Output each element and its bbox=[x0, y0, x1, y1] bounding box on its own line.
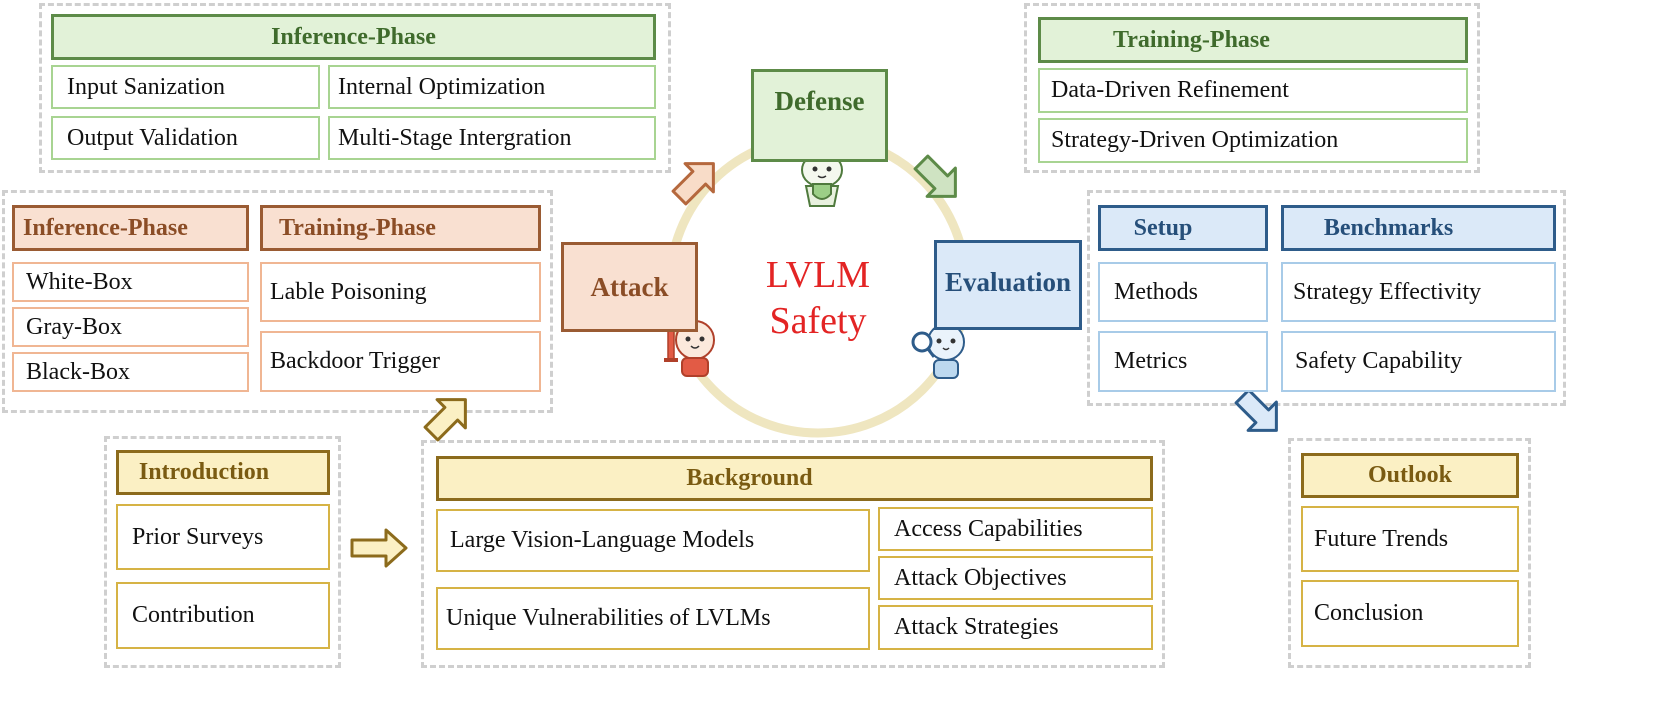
background-item: Large Vision-Language Models bbox=[436, 509, 870, 572]
background-item: Attack Objectives bbox=[878, 556, 1153, 600]
outlook-group bbox=[1288, 438, 1531, 668]
background-header: Background bbox=[436, 456, 1153, 501]
magnifier-robot-icon bbox=[911, 323, 965, 379]
center-title-line2: Safety bbox=[769, 300, 867, 342]
defense-training-group bbox=[1024, 3, 1480, 173]
attack-node: Attack bbox=[561, 242, 698, 332]
attack-training-item: Backdoor Trigger bbox=[260, 331, 541, 392]
sword-robot-icon bbox=[664, 320, 715, 377]
arrow-evaluation-to-outlook bbox=[1234, 388, 1278, 432]
attack-inference-item: Black-Box bbox=[12, 352, 249, 392]
evaluation-benchmarks-header: Benchmarks bbox=[1281, 205, 1556, 251]
defense-inference-item: Output Validation bbox=[51, 116, 320, 160]
attack-training-item: Lable Poisoning bbox=[260, 262, 541, 322]
defense-node: Defense bbox=[751, 69, 888, 162]
defense-inference-item: Input Sanization bbox=[51, 65, 320, 109]
center-title-line1: LVLM bbox=[765, 254, 871, 296]
evaluation-setup-item: Metrics bbox=[1098, 331, 1268, 392]
arrow-background-to-attack bbox=[423, 398, 467, 442]
evaluation-benchmarks-item: Safety Capability bbox=[1281, 331, 1556, 392]
outlook-item: Conclusion bbox=[1301, 580, 1519, 647]
attack-inference-item: Gray-Box bbox=[12, 307, 249, 347]
defense-inference-group bbox=[39, 3, 671, 173]
evaluation-setup-header: Setup bbox=[1098, 205, 1268, 251]
defense-inference-item: Internal Optimization bbox=[328, 65, 656, 109]
defense-inference-item: Multi-Stage Intergration bbox=[328, 116, 656, 160]
evaluation-setup-item: Methods bbox=[1098, 262, 1268, 322]
background-group bbox=[421, 440, 1165, 668]
center-title: LVLM Safety bbox=[738, 252, 898, 344]
defense-training-item: Data-Driven Refinement bbox=[1038, 68, 1468, 113]
defense-training-header: Training-Phase bbox=[1038, 17, 1468, 63]
outlook-header: Outlook bbox=[1301, 453, 1519, 498]
defense-inference-header: Inference-Phase bbox=[51, 14, 656, 60]
defense-training-item: Strategy-Driven Optimization bbox=[1038, 118, 1468, 163]
attack-inference-item: White-Box bbox=[12, 262, 249, 302]
arrow-attack-to-defense bbox=[671, 162, 715, 206]
introduction-item: Prior Surveys bbox=[116, 504, 330, 570]
introduction-item: Contribution bbox=[116, 582, 330, 649]
evaluation-benchmarks-item: Strategy Effectivity bbox=[1281, 262, 1556, 322]
evaluation-group bbox=[1087, 190, 1566, 406]
arrow-introduction-to-background bbox=[350, 528, 408, 568]
outlook-item: Future Trends bbox=[1301, 506, 1519, 572]
background-item: Attack Strategies bbox=[878, 605, 1153, 650]
attack-inference-header: Inference-Phase bbox=[12, 205, 249, 251]
background-item: Access Capabilities bbox=[878, 507, 1153, 551]
introduction-group bbox=[104, 436, 341, 668]
introduction-header: Introduction bbox=[116, 450, 330, 495]
background-item: Unique Vulnerabilities of LVLMs bbox=[436, 587, 870, 650]
attack-training-header: Training-Phase bbox=[260, 205, 541, 251]
evaluation-node: Evaluation bbox=[934, 240, 1082, 330]
attack-group bbox=[2, 190, 553, 413]
arrow-defense-to-evaluation bbox=[913, 154, 957, 198]
